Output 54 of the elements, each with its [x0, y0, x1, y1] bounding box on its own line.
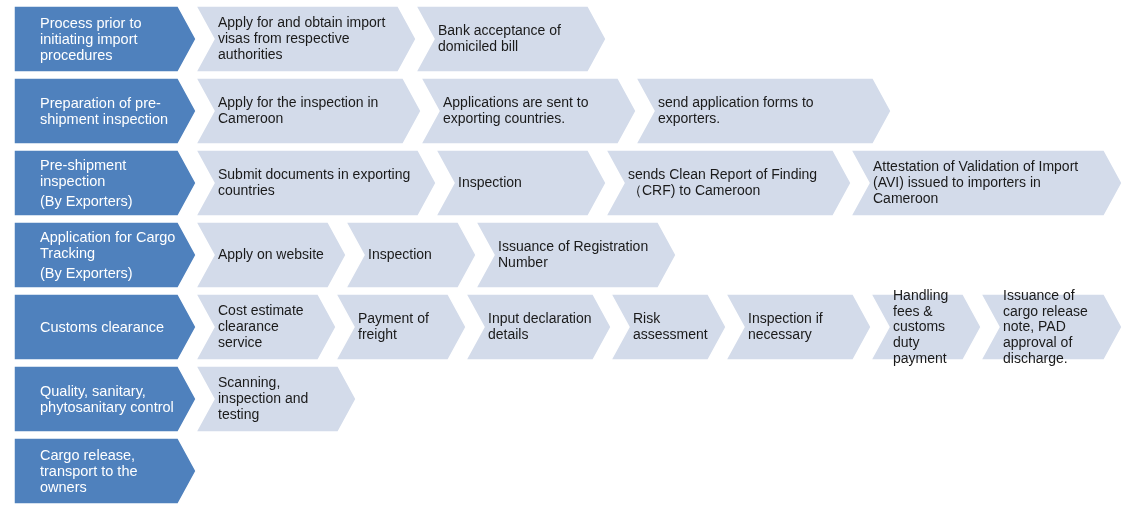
stage-label: Pre-shipment inspection — [40, 156, 128, 190]
step-label: Bank acceptance of domiciled bill — [438, 23, 562, 55]
stage-header — [14, 222, 196, 288]
process-step — [851, 150, 1122, 216]
process-step — [726, 294, 871, 360]
step-label: Inspection — [458, 175, 523, 191]
step-label: Apply for and obtain import visas from respective authorities — [218, 15, 387, 63]
stage-label: Quality, sanitary, phytosanitary control — [40, 382, 175, 416]
process-step — [606, 150, 851, 216]
process-step — [196, 222, 346, 288]
stage-header — [14, 366, 196, 432]
stage-header — [14, 78, 196, 144]
step-label: Applications are sent to exporting countries. — [443, 95, 590, 127]
stage-label: Customs clearance — [40, 318, 166, 336]
process-step — [196, 294, 336, 360]
process-step — [196, 150, 436, 216]
process-step — [636, 78, 891, 144]
step-label: sends Clean Report of Finding（CRF) to Cameroon — [628, 167, 819, 199]
process-step — [346, 222, 476, 288]
step-label: Issuance of cargo release note, PAD approval of discharge. — [1003, 287, 1089, 367]
stage-label: Preparation of pre-shipment inspection — [40, 94, 170, 128]
process-step — [196, 366, 356, 432]
step-label: Cost estimate clearance service — [218, 303, 305, 351]
process-step — [421, 78, 636, 144]
process-step — [476, 222, 676, 288]
step-label: Input declaration details — [488, 311, 593, 343]
stage-header — [14, 6, 196, 72]
step-label: Issuance of Registration Number — [498, 239, 650, 271]
process-step — [611, 294, 726, 360]
process-step — [196, 6, 416, 72]
step-label: send application forms to exporters. — [658, 95, 815, 127]
step-label: Attestation of Validation of Import (AVI) issued to importers in Cameroon — [873, 159, 1080, 207]
stage-header — [14, 438, 196, 504]
stage-label: Cargo release, transport to the owners — [40, 446, 139, 496]
stage-label: Application for Cargo Tracking — [40, 228, 177, 262]
stage-header — [14, 294, 196, 360]
process-step — [416, 6, 606, 72]
step-label: Submit documents in exporting countries — [218, 167, 412, 199]
step-label: Risk assessment — [633, 311, 709, 343]
stage-header — [14, 150, 196, 216]
step-label: Apply on website — [218, 247, 325, 263]
step-label: Inspection — [368, 247, 433, 263]
stage-note: (By Exporters) — [40, 193, 134, 210]
stage-label: Process prior to initiating import procedures — [40, 14, 143, 64]
step-label: Handling fees & customs duty payment — [893, 287, 950, 367]
step-label: Scanning, inspection and testing — [218, 375, 310, 423]
process-step — [196, 78, 421, 144]
step-label: Inspection if necessary — [748, 311, 824, 343]
step-label: Payment of freight — [358, 311, 430, 343]
stage-note: (By Exporters) — [40, 265, 134, 282]
process-step — [466, 294, 611, 360]
process-step — [336, 294, 466, 360]
process-step — [436, 150, 606, 216]
step-label: Apply for the inspection in Cameroon — [218, 95, 380, 127]
